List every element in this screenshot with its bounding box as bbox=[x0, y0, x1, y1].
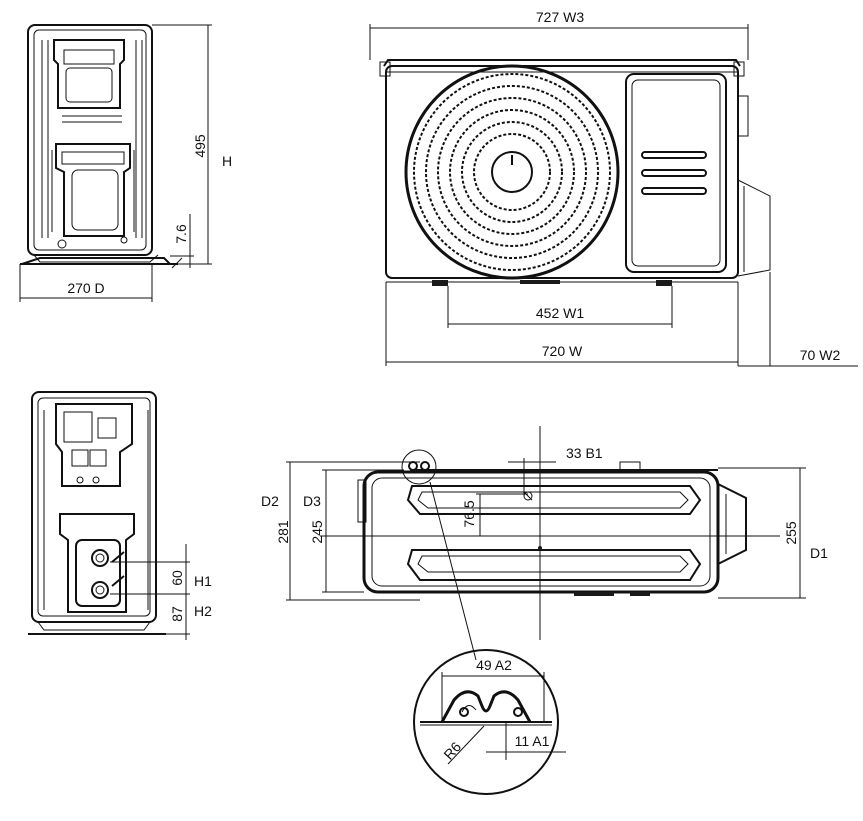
side-view bbox=[19, 24, 212, 302]
dim-bottom-d1: 255 bbox=[783, 521, 799, 545]
dim-side-height: 495 bbox=[192, 134, 208, 158]
dim-front-width: 720 W bbox=[542, 343, 583, 359]
dim-bottom-d3: 245 bbox=[309, 520, 325, 544]
dim-lower-h1-symbol: H1 bbox=[194, 573, 212, 589]
dim-bottom-d1-symbol: D1 bbox=[810, 545, 828, 561]
dim-front-protrusion: 70 W2 bbox=[800, 347, 841, 363]
bottom-view bbox=[286, 426, 806, 661]
dim-bottom-d2-symbol: D2 bbox=[261, 493, 279, 509]
lower-side-view bbox=[28, 391, 190, 640]
dim-front-width-top: 727 W3 bbox=[536, 9, 584, 25]
detail-view bbox=[413, 649, 566, 795]
dim-front-width-feet: 452 W1 bbox=[536, 305, 584, 321]
front-view bbox=[369, 24, 858, 367]
dim-side-depth: 270 D bbox=[67, 280, 104, 296]
dim-bottom-d3-symbol: D3 bbox=[303, 493, 321, 509]
dim-side-foot: 7.6 bbox=[173, 224, 189, 244]
dim-detail-radius: R6 bbox=[440, 738, 464, 762]
dim-bottom-b1: 33 B1 bbox=[566, 445, 603, 461]
dim-detail-a2: 49 A2 bbox=[476, 657, 512, 673]
dim-detail-a1: 11 A1 bbox=[515, 733, 550, 749]
dim-side-height-symbol: H bbox=[222, 153, 232, 169]
dim-lower-h2: 87 bbox=[169, 606, 185, 622]
dim-lower-h2-symbol: H2 bbox=[194, 603, 212, 619]
dim-bottom-d2: 281 bbox=[275, 520, 291, 544]
dim-lower-h1: 60 bbox=[169, 570, 185, 586]
dim-bottom-offset: 76.5 bbox=[461, 500, 477, 527]
